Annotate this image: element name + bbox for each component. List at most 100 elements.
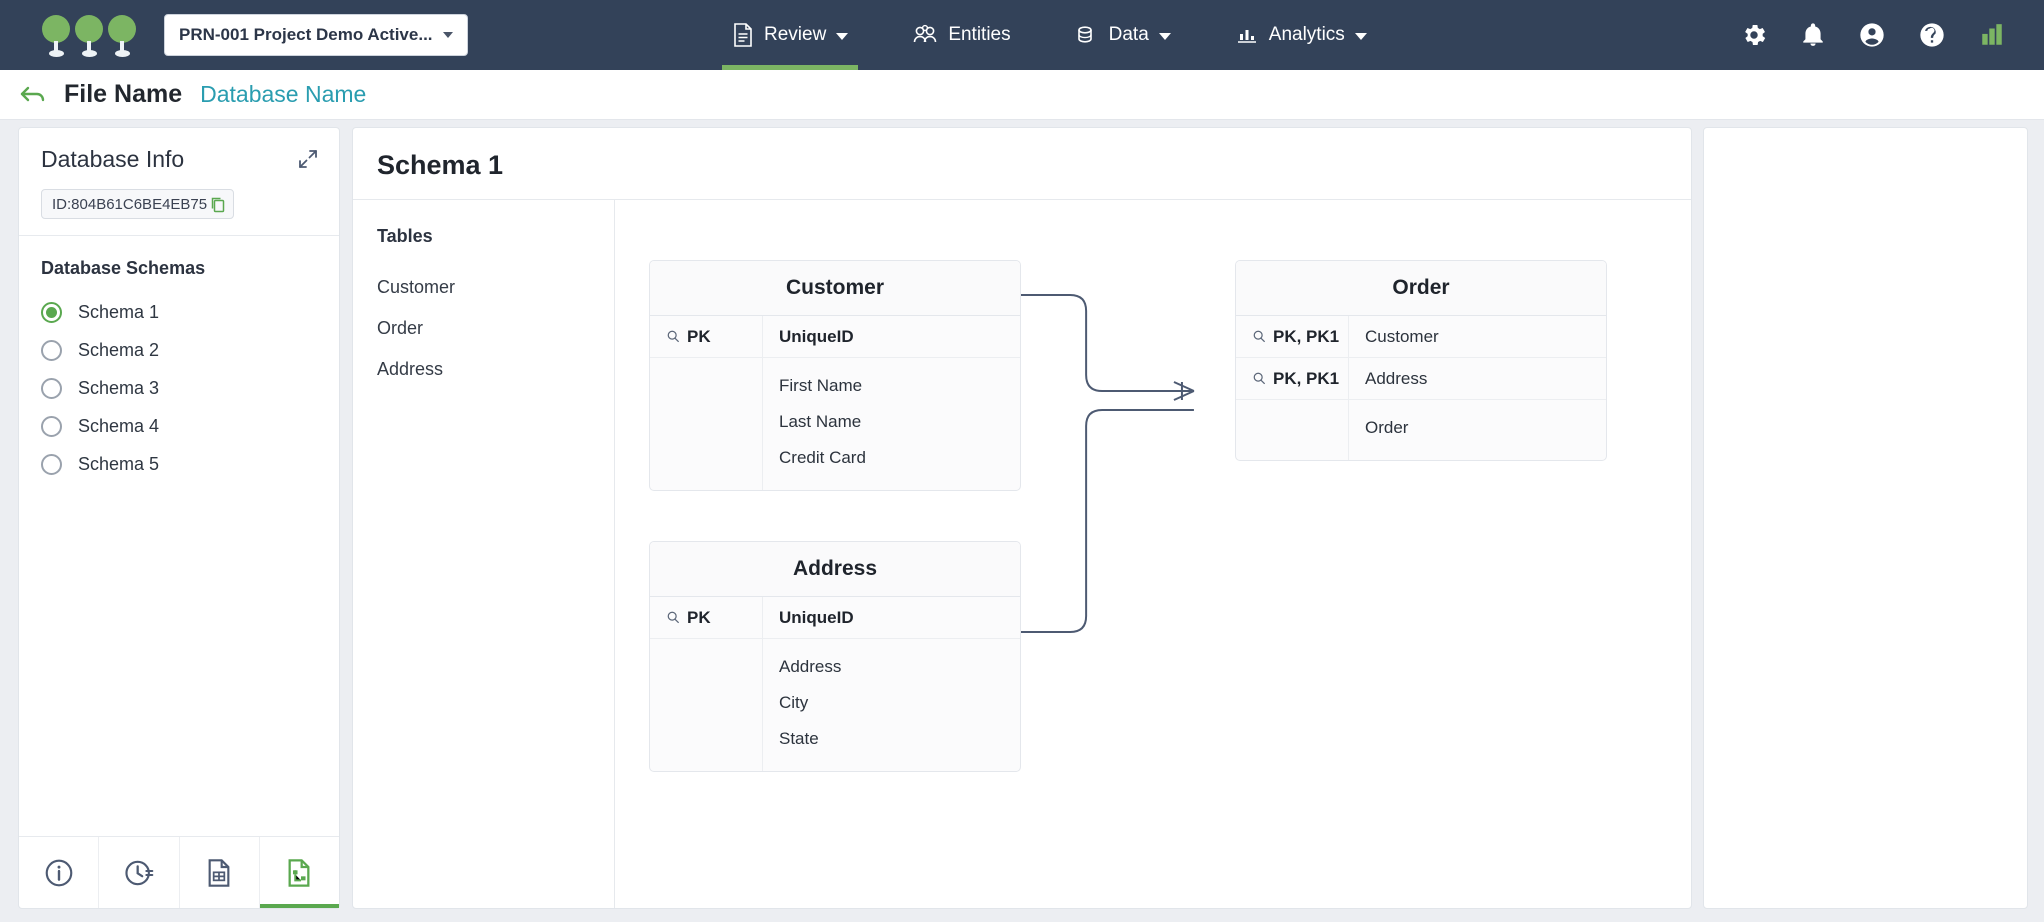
nav-item-analytics-label: Analytics [1268,24,1345,45]
logo-base-icon [115,50,130,57]
schema-canvas-panel: Schema 1 Tables Customer Order Address C… [352,127,1692,909]
schema-option-4[interactable]: Schema 4 [41,407,317,445]
er-key-cell: PK [650,597,763,638]
database-id-text: ID:804B61C6BE4EB75 [52,195,208,213]
logo-base-icon [49,50,64,57]
er-value-label: UniqueID [779,326,854,346]
tab-document-schema[interactable] [259,837,340,908]
er-row-pk[interactable]: PK UniqueID [650,316,1020,358]
er-fields-list: Address City State [763,639,841,771]
tables-list-item-customer[interactable]: Customer [377,277,456,297]
er-fields-section: Order [1236,400,1606,460]
nav-item-entities-label: Entities [948,24,1011,45]
logo-stem-icon [120,41,124,53]
project-selector-label: PRN-001 Project Demo Active... [179,25,433,44]
er-value-label: Customer [1365,326,1439,346]
database-info-panel: Database Info ID:804B61C6BE4EB75 Databas… [18,127,340,909]
nav-item-review-label: Review [764,24,827,45]
logo-tree-2 [75,15,103,57]
radio-icon[interactable] [41,377,62,399]
er-key-label: PK [687,326,711,346]
database-name-link[interactable]: Database Name [200,81,367,107]
schema-option-label: Schema 2 [78,339,160,360]
people-group-icon [912,23,938,47]
nav-item-review[interactable]: Review [722,0,859,70]
er-row-pk[interactable]: PK UniqueID [650,597,1020,639]
tables-list-item-address[interactable]: Address [377,359,444,379]
er-field-row[interactable]: First Name [779,376,863,395]
radio-icon[interactable] [41,339,62,361]
document-icon [732,23,754,47]
er-field-row[interactable]: Order [1365,418,1409,437]
logo-cap-icon [108,15,136,43]
er-key-label: PK, PK1 [1273,368,1340,388]
chevron-down-icon [1354,33,1367,40]
nav-item-entities[interactable]: Entities [902,0,1020,70]
page-title: File Name [64,80,183,108]
analytics-bars-icon[interactable] [1978,22,2006,48]
er-field-row[interactable]: Credit Card [779,448,866,467]
radio-icon[interactable] [41,453,62,475]
tab-document-table[interactable] [180,837,260,908]
er-row-pk[interactable]: PK, PK1 Address [1236,358,1606,400]
logo-stem-icon [54,41,58,53]
er-table-address-title: Address [650,542,1020,597]
nav-item-data[interactable]: Data [1065,0,1181,70]
er-table-order[interactable]: Order PK, PK1 Customer PK, PK1 Address [1235,260,1607,461]
database-info-header: Database Info ID:804B61C6BE4EB75 [19,128,339,236]
nav-item-data-label: Data [1108,24,1149,45]
bar-chart-icon [1235,23,1259,47]
chevron-down-icon [1158,33,1171,40]
er-diagram[interactable]: Customer PK UniqueID First Name Last Nam… [615,200,1691,908]
er-key-cell: PK [650,316,763,357]
help-circle-icon[interactable] [1918,21,1946,49]
er-table-customer-title: Customer [650,261,1020,316]
tab-info[interactable] [19,837,100,908]
er-field-row[interactable]: Last Name [779,412,862,431]
tab-history[interactable] [99,837,180,908]
gear-icon[interactable] [1740,21,1768,49]
account-circle-icon[interactable] [1858,21,1886,49]
er-key-label: PK [687,607,711,627]
magnifier-key-icon [667,330,679,343]
schema-option-3[interactable]: Schema 3 [41,369,317,407]
bell-icon[interactable] [1800,21,1826,49]
er-field-row[interactable]: Address [779,657,842,676]
details-side-panel [1703,127,2028,909]
magnifier-key-icon [1253,330,1265,343]
er-key-label: PK, PK1 [1273,326,1340,346]
page-subheader: File Name Database Name [0,70,2044,120]
radio-icon[interactable] [41,301,62,323]
er-fields-key-spacer [1236,400,1349,460]
copy-icon[interactable] [209,195,227,213]
schema-option-5[interactable]: Schema 5 [41,445,317,483]
chevron-down-icon [442,32,453,38]
logo-base-icon [82,50,97,57]
logo-cap-icon [75,15,103,43]
nav-item-analytics[interactable]: Analytics [1225,0,1377,70]
er-table-address[interactable]: Address PK UniqueID Address City State [649,541,1021,772]
top-right-actions [1740,0,2006,70]
er-table-order-title: Order [1236,261,1606,316]
three-trees-logo[interactable] [42,13,136,57]
er-field-row[interactable]: City [779,693,809,712]
project-selector[interactable]: PRN-001 Project Demo Active... [164,14,468,56]
schema-canvas-body: Tables Customer Order Address Customer [353,200,1691,908]
er-key-cell: PK, PK1 [1236,316,1349,357]
schema-option-label: Schema 1 [78,301,160,322]
schema-option-2[interactable]: Schema 2 [41,331,317,369]
er-fields-key-spacer [650,639,763,771]
back-arrow-icon[interactable] [18,82,48,108]
expand-diagonal-icon[interactable] [297,148,319,175]
er-key-cell: PK, PK1 [1236,358,1349,399]
database-id-chip[interactable]: ID:804B61C6BE4EB75 [41,189,235,219]
er-field-row[interactable]: State [779,729,819,748]
schema-option-1[interactable]: Schema 1 [41,293,317,331]
er-table-customer[interactable]: Customer PK UniqueID First Name Last Nam… [649,260,1021,491]
document-schema-icon [288,858,310,887]
tables-list-item-order[interactable]: Order [377,318,424,338]
radio-icon[interactable] [41,415,62,437]
main-nav: Review Entities Data Analytics [722,0,1377,70]
er-row-pk[interactable]: PK, PK1 Customer [1236,316,1606,358]
schema-option-label: Schema 3 [78,377,160,398]
